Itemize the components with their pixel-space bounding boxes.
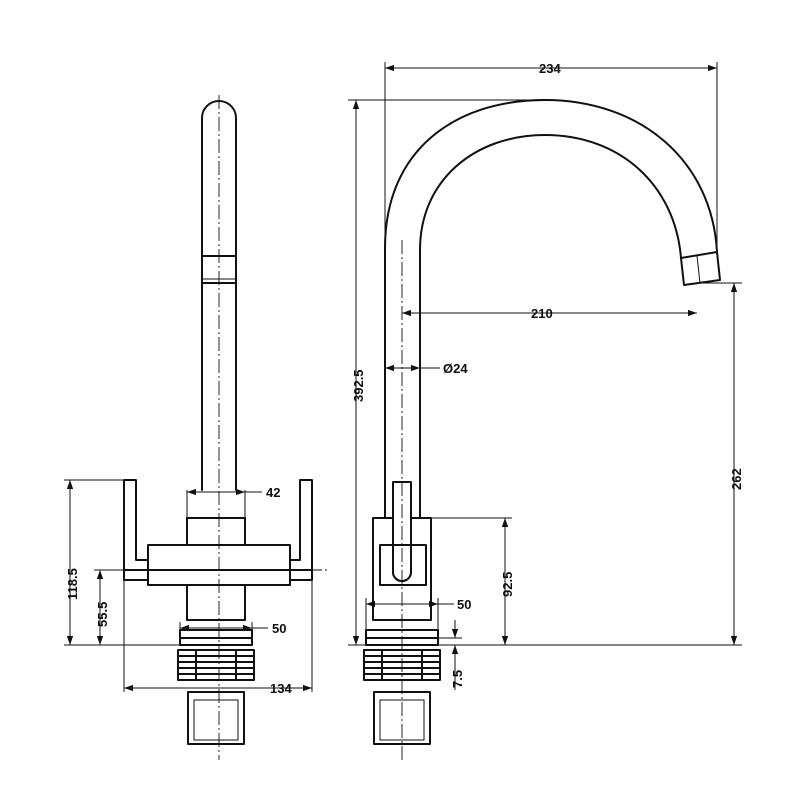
- front-shank: [187, 691, 245, 745]
- dim-134-label: 134: [270, 681, 292, 696]
- dim-diameter-24-label: Ø24: [443, 361, 468, 376]
- front-dimensions: 42 50 134 118.5 55.5: [64, 479, 313, 696]
- front-right-lever: [289, 479, 313, 581]
- dim-7-5-label: 7.5: [450, 670, 465, 688]
- dim-front-50-label: 50: [272, 621, 286, 636]
- side-spout-inner: [419, 134, 682, 519]
- dim-55-5-label: 55.5: [95, 602, 110, 627]
- dim-210-label: 210: [531, 306, 553, 321]
- side-dimensions: 234 210 Ø24 392.5 262 92.5 50 7.5: [348, 61, 744, 690]
- front-view: [110, 95, 330, 760]
- front-thread: [177, 649, 255, 681]
- front-left-lever: [123, 479, 149, 581]
- dim-92-5-label: 92.5: [500, 572, 515, 597]
- dim-234-label: 234: [539, 61, 561, 76]
- dim-262-label: 262: [729, 468, 744, 490]
- dim-392-5-label: 392.5: [351, 369, 366, 402]
- dim-42-label: 42: [266, 485, 280, 500]
- side-view: [363, 99, 721, 760]
- side-spout-outlet: [680, 251, 721, 286]
- dim-118-5-label: 118.5: [65, 568, 80, 600]
- side-handle-lever-front: [392, 544, 412, 582]
- dim-side-50-label: 50: [457, 597, 471, 612]
